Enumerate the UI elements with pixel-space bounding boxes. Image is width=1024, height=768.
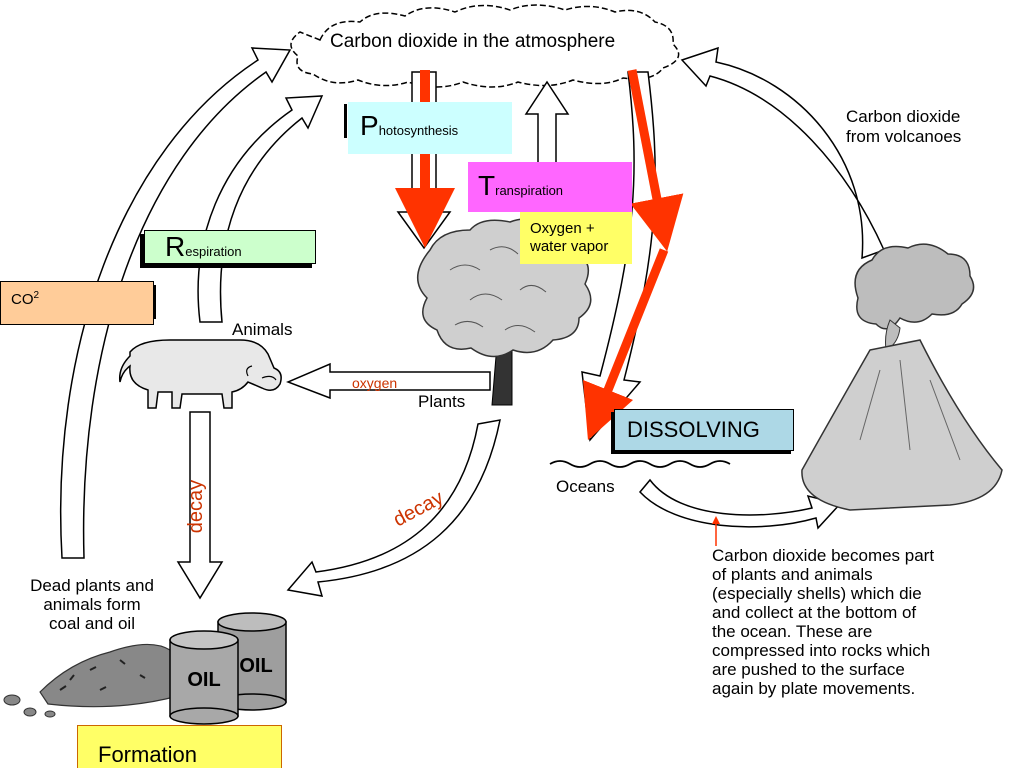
formation-box: Formation	[77, 725, 282, 768]
oxygen-water-box: Oxygen + water vapor	[520, 212, 632, 264]
photosynthesis-arrow	[395, 70, 455, 250]
transpiration-initial: T	[478, 170, 496, 201]
dissolving-box: DISSOLVING	[614, 409, 794, 451]
decay-left-label: decay	[185, 479, 208, 534]
plants-label: Plants	[418, 392, 466, 411]
co2-box-edge	[152, 285, 156, 319]
cow-illustration	[118, 339, 282, 409]
decay-left-arrow	[176, 411, 224, 600]
volcano-arrow	[680, 46, 886, 260]
photosynthesis-rest: hotosynthesis	[378, 123, 459, 138]
photosynthesis-box-edge	[344, 104, 350, 138]
animals-label: Animals	[232, 320, 293, 339]
oil-label-back: OIL	[239, 655, 272, 677]
atmosphere-cloud	[290, 4, 680, 88]
dead-plants-label: Dead plants and animals form coal and oi…	[30, 576, 154, 633]
coal-pile-illustration	[3, 643, 179, 718]
photosynthesis-box: Photosynthesis	[348, 102, 512, 154]
respiration-arrow	[197, 95, 324, 323]
transpiration-rest: ranspiration	[495, 183, 564, 198]
decay-right-arrow	[286, 419, 501, 597]
oxygen-label: oxygen	[352, 375, 398, 391]
respiration-rest: espiration	[185, 244, 242, 259]
oil-barrels-illustration	[169, 612, 287, 725]
ocean-waves	[549, 460, 731, 468]
atmosphere-title: Carbon dioxide in the atmosphere	[330, 31, 616, 52]
co2-base: CO	[11, 291, 34, 308]
co2-box: CO2	[0, 281, 154, 325]
volcano-illustration	[801, 243, 1003, 511]
co2-superscript: 2	[33, 290, 40, 301]
respiration-box: Respiration	[144, 230, 316, 264]
ocean-note-text: Carbon dioxide becomes part of plants an…	[712, 546, 935, 698]
transpiration-box: Transpiration	[468, 162, 632, 212]
volcanoes-label: Carbon dioxide from volcanoes	[846, 107, 962, 146]
respiration-initial: R	[165, 231, 186, 262]
oil-label-front: OIL	[187, 669, 220, 691]
oceans-label: Oceans	[556, 477, 615, 496]
ocean-to-volcano-arrow	[638, 478, 842, 546]
photosynthesis-initial: P	[360, 110, 379, 141]
oxygen-arrow	[286, 362, 491, 400]
